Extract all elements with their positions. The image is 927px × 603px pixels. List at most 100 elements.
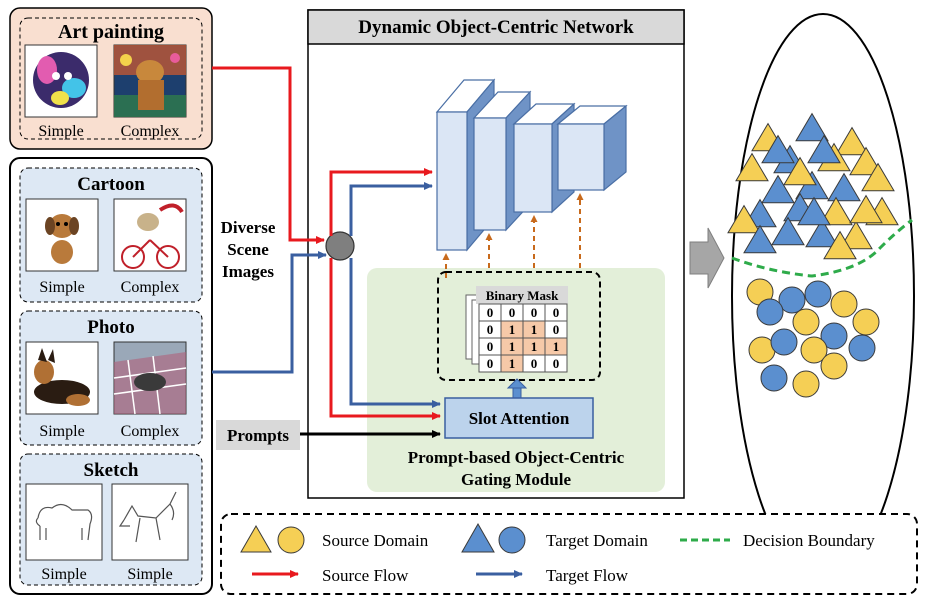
- photo-panel: Photo Simple Complex: [19, 310, 203, 446]
- photo-complex-label: Complex: [121, 423, 180, 440]
- binary-mask-title: Binary Mask: [486, 288, 559, 303]
- target-triangle-marker: [795, 112, 829, 142]
- legend-target-flow: Target Flow: [546, 566, 629, 585]
- prompts-label: Prompts: [227, 426, 289, 445]
- legend-source-circle: [277, 526, 305, 554]
- mask-cell-value: 1: [509, 339, 516, 354]
- mask-cell-value: 0: [553, 322, 560, 337]
- target-circle-marker: [820, 322, 848, 350]
- mask-cell-value: 0: [487, 305, 494, 320]
- slot-attention-box: Slot Attention: [444, 397, 594, 439]
- gating-module-line-2: Gating Module: [461, 470, 571, 489]
- mask-cell-value: 0: [553, 356, 560, 371]
- target-flow-to-slot: [349, 258, 441, 408]
- target-triangle-marker: [761, 174, 795, 204]
- mask-cell-value: 0: [487, 322, 494, 337]
- legend-decision-boundary: Decision Boundary: [743, 531, 875, 550]
- mask-cell-value: 0: [531, 356, 538, 371]
- source-triangle-marker: [849, 146, 883, 176]
- target-triangle-marker: [807, 134, 841, 164]
- mask-cell-value: 0: [487, 339, 494, 354]
- source-circle-marker: [792, 308, 820, 336]
- source-flow-input: [212, 66, 325, 244]
- target-circle-marker: [760, 364, 788, 392]
- legend-target-domain: Target Domain: [546, 531, 648, 550]
- backbone-blocks: [435, 78, 628, 252]
- target-circle-marker: [804, 280, 832, 308]
- art-simple-image: [24, 44, 98, 118]
- photo-simple-label: Simple: [39, 423, 84, 440]
- scene-label: Scene: [227, 240, 269, 259]
- cartoon-complex-label: Complex: [121, 279, 180, 296]
- source-circle-marker: [792, 370, 820, 398]
- target-flow-to-backbone: [349, 182, 433, 236]
- cartoon-simple-image: [25, 198, 99, 272]
- legend-source-triangle: [240, 524, 272, 553]
- mask-cell-value: 0: [531, 305, 538, 320]
- target-triangle-marker: [827, 172, 861, 202]
- mask-cell: [544, 354, 568, 373]
- photo-title: Photo: [87, 317, 135, 338]
- target-triangle-marker: [743, 224, 777, 254]
- target-triangle-marker: [761, 134, 795, 164]
- art-painting-panel: Art painting Simple Complex: [9, 7, 213, 150]
- diverse-label: Diverse: [221, 218, 276, 237]
- gating-arrows: [442, 193, 584, 278]
- target-triangle-marker: [797, 196, 831, 226]
- output-arrow: [689, 227, 725, 289]
- source-circle-marker: [830, 290, 858, 318]
- feature-space: [727, 13, 915, 579]
- legend-target-circle: [498, 526, 526, 554]
- source-circle-marker: [800, 336, 828, 364]
- source-triangle-marker: [819, 196, 853, 226]
- legend-target-triangle: [461, 522, 495, 553]
- merge-node: [325, 231, 355, 261]
- mask-cell-value: 1: [531, 339, 538, 354]
- network-title: Dynamic Object-Centric Network: [358, 17, 634, 38]
- source-circle-marker: [852, 308, 880, 336]
- sketch-second-label: Simple: [127, 566, 172, 583]
- source-triangle-marker: [735, 152, 769, 182]
- photo-complex-image: [113, 341, 187, 415]
- mask-cell-value: 1: [509, 322, 516, 337]
- cartoon-simple-label: Simple: [39, 279, 84, 296]
- mask-cell-value: 1: [509, 356, 516, 371]
- source-triangle-marker: [783, 156, 817, 186]
- target-circle-marker: [848, 334, 876, 362]
- mask-cell-value: 0: [487, 356, 494, 371]
- sketch-panel: Sketch Simple Simple: [19, 453, 203, 586]
- source-circle-marker: [820, 352, 848, 380]
- art-painting-title: Art painting: [58, 21, 164, 43]
- decision-boundary-line: [731, 218, 913, 278]
- target-flow-input: [212, 251, 327, 374]
- mask-cell-value: 0: [509, 305, 516, 320]
- gating-module-line-1: Prompt-based Object-Centric: [408, 448, 625, 467]
- source-triangle-marker: [861, 162, 895, 192]
- target-circle-marker: [778, 286, 806, 314]
- legend-source-flow: Source Flow: [322, 566, 409, 585]
- mask-cell-value: 0: [553, 305, 560, 320]
- source-triangle-marker: [835, 126, 869, 156]
- art-complex-label: Complex: [121, 123, 180, 140]
- art-complex-image: [113, 44, 187, 118]
- slot-attention-label: Slot Attention: [469, 409, 570, 428]
- target-domains-panel: [9, 157, 213, 595]
- cartoon-complex-image: [113, 198, 187, 272]
- source-flow-to-slot: [329, 258, 441, 420]
- source-triangle-marker: [839, 220, 873, 250]
- mask-cell-value: 1: [531, 322, 538, 337]
- source-flow-to-backbone: [329, 168, 433, 236]
- art-simple-label: Simple: [38, 123, 83, 140]
- sketch-second-image: [111, 483, 189, 561]
- target-triangle-marker: [771, 216, 805, 246]
- prompts-box: Prompts: [216, 420, 300, 450]
- source-triangle-marker: [823, 230, 857, 260]
- sketch-simple-image: [25, 483, 103, 561]
- legend-source-domain: Source Domain: [322, 531, 429, 550]
- target-triangle-marker: [805, 218, 839, 248]
- target-circle-marker: [770, 328, 798, 356]
- photo-simple-image: [25, 341, 99, 415]
- sketch-simple-label: Simple: [41, 566, 86, 583]
